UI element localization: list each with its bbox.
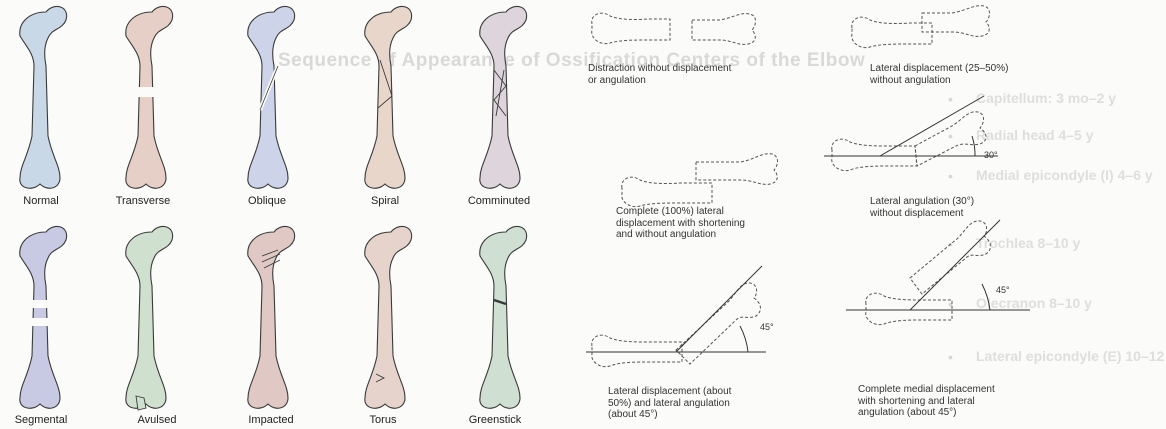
fracture-types-panel: Normal Transverse Oblique Spiral Comminu… — [0, 0, 580, 429]
femur-torus — [365, 226, 412, 408]
label-spiral: Spiral — [330, 195, 440, 207]
femur-spiral — [365, 6, 412, 188]
diagram-distraction — [592, 13, 756, 44]
label-segmental: Segmental — [0, 414, 96, 426]
caption-distraction: Distraction without displacement or angu… — [588, 63, 731, 86]
label-torus: Torus — [328, 414, 438, 426]
caption-displacement-angulation: Lateral displacement (about 50%) and lat… — [608, 386, 731, 421]
diagram-lateral-angulation — [832, 112, 986, 171]
caption-complete-displacement: Complete (100%) lateral displacement wit… — [616, 206, 745, 241]
label-comminuted: Comminuted — [444, 195, 554, 207]
angle-label-30: 30° — [984, 150, 998, 160]
angle-label-45-left: 45° — [760, 322, 774, 332]
fracture-detail — [29, 300, 53, 308]
femur-transverse — [126, 6, 173, 188]
femur-comminuted — [480, 6, 527, 188]
diagram-complete-displacement — [622, 154, 778, 207]
diagram-lateral-displacement — [852, 6, 990, 48]
caption-medial-displacement: Complete medial displacement with shorte… — [858, 384, 995, 419]
fracture-detail — [29, 318, 53, 326]
label-transverse: Transverse — [88, 195, 198, 207]
label-oblique: Oblique — [212, 195, 322, 207]
diagram-displacement-angulation — [592, 283, 761, 367]
label-normal: Normal — [0, 195, 96, 207]
femur-illustrations — [0, 0, 580, 429]
label-impacted: Impacted — [216, 414, 326, 426]
femur-segmental — [20, 226, 67, 408]
label-greenstick: Greenstick — [440, 414, 550, 426]
caption-lateral-angulation: Lateral angulation (30°) without displac… — [870, 196, 974, 219]
femur-normal — [20, 6, 67, 188]
angle-label-45-right: 45° — [996, 285, 1010, 295]
femur-greenstick — [480, 226, 527, 408]
diagram-medial-displacement — [866, 221, 991, 325]
femur-avulsed — [126, 226, 173, 408]
femur-oblique — [248, 6, 295, 188]
femur-impacted — [248, 226, 295, 408]
displacement-panel: Distraction without displacement or angu… — [580, 0, 1166, 429]
caption-lateral-displacement: Lateral displacement (25–50%) without an… — [870, 63, 1008, 86]
label-avulsed: Avulsed — [102, 414, 212, 426]
fracture-detail — [135, 87, 159, 97]
